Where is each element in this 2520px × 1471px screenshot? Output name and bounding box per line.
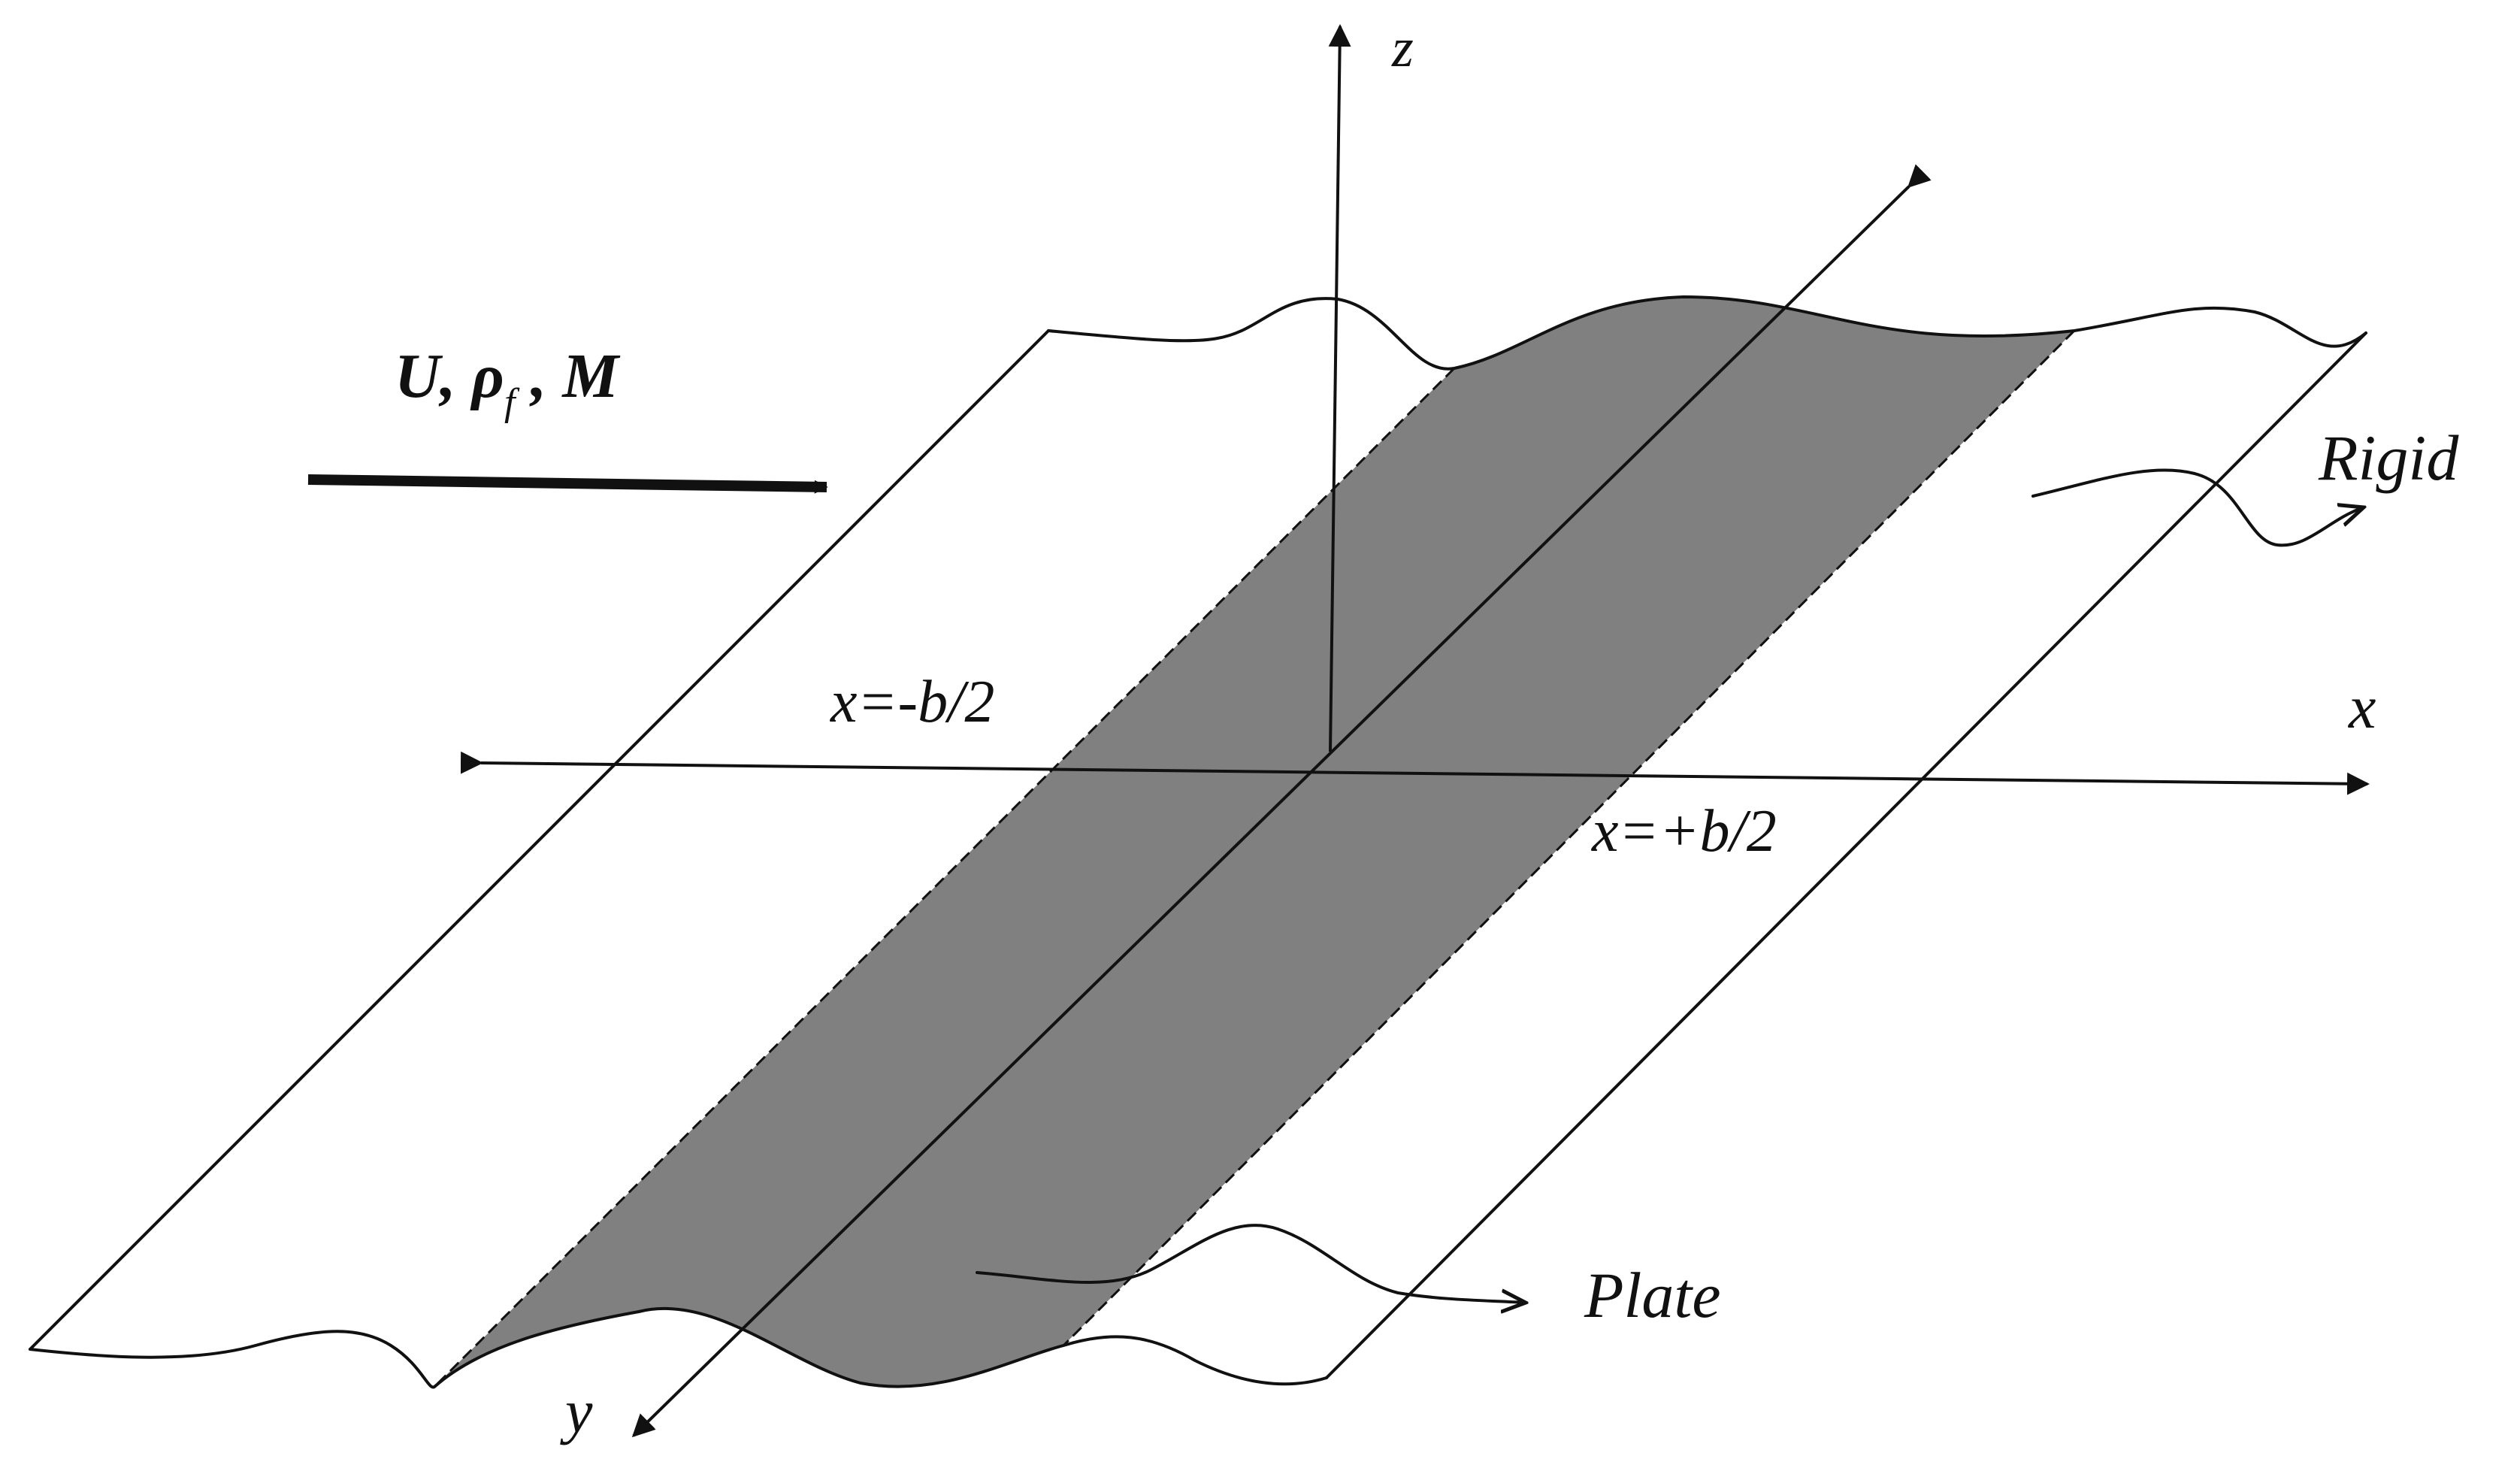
rigid-callout-arrow	[2031, 468, 2364, 547]
flow-arrow	[307, 474, 828, 494]
plate-strip	[434, 297, 2074, 1387]
bottom-wavy-edge	[29, 1306, 1328, 1389]
y-axis	[631, 164, 1932, 1438]
rigid-label: Rigid	[2318, 422, 2459, 494]
plate-label: Plate	[1584, 1259, 1721, 1331]
z-axis-label: z	[1391, 17, 1414, 79]
y-axis-label: y	[560, 1377, 593, 1445]
right-boundary-label: x=+b/2	[1591, 798, 1777, 864]
left-boundary-label: x=-b/2	[830, 669, 994, 735]
plate-callout-arrow	[976, 1224, 1526, 1303]
flow-label: U, ρf , M	[395, 341, 621, 424]
x-axis-label: x	[2348, 673, 2376, 741]
